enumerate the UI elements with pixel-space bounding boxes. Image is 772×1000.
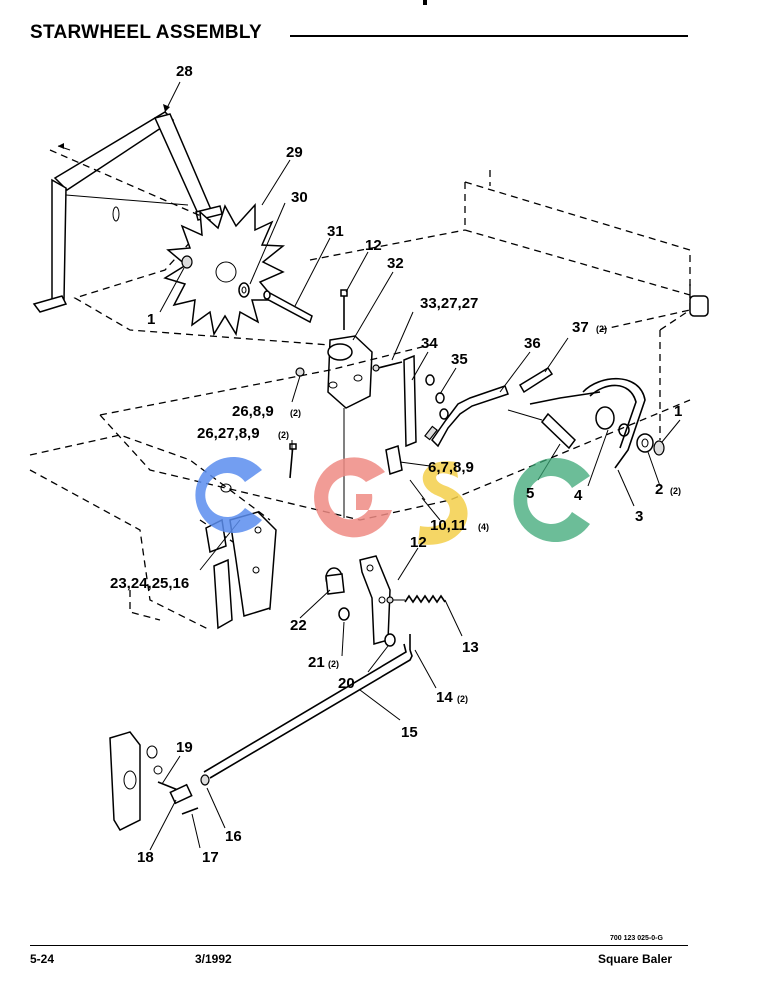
callout-15: 15 — [401, 724, 418, 741]
callout-2: 2 — [655, 481, 663, 498]
callout-36: 36 — [524, 335, 541, 352]
revision-date: 3/1992 — [195, 952, 232, 966]
pin-part-19 — [157, 781, 179, 791]
section-title: STARWHEEL ASSEMBLY — [30, 22, 263, 43]
callout-26-8-9-qty: (2) — [290, 408, 301, 418]
nut-part-1-right — [653, 440, 665, 456]
document-number: 700 123 025-0-G — [610, 935, 663, 942]
callout-30: 30 — [291, 189, 308, 206]
callout-26-8-9: 26,8,9 — [232, 403, 274, 420]
callout-17: 17 — [202, 849, 219, 866]
ghost-baler-frame — [99, 170, 709, 521]
callout-1-right: 1 — [674, 403, 682, 420]
hardware-part-10 — [409, 479, 426, 501]
plate-part-34 — [403, 354, 417, 448]
callout-13: 13 — [462, 639, 479, 656]
callout-35: 35 — [451, 351, 468, 368]
title-rule — [290, 35, 688, 37]
cotter-pin-part-17 — [181, 807, 199, 815]
callout-37: 37 — [572, 319, 589, 336]
shaft-part-31 — [263, 290, 313, 324]
callout-28: 28 — [176, 63, 193, 80]
callout-labels: 28 29 30 31 12 32 1 33,27,27 34 35 36 37… — [110, 63, 682, 866]
callout-10-11-qty: (4) — [478, 522, 489, 532]
callout-20: 20 — [338, 675, 355, 692]
callout-12-top: 12 — [365, 237, 382, 254]
bracket-part-23 — [205, 483, 277, 630]
callout-21-qty: (2) — [328, 659, 339, 669]
callout-12-lower: 12 — [410, 534, 427, 551]
watermark-logo — [195, 456, 590, 545]
washer-part-21 — [338, 607, 396, 647]
spring-bar-part-3 — [582, 377, 646, 469]
callout-29: 29 — [286, 144, 303, 161]
disk-part-4 — [595, 406, 630, 437]
callout-16: 16 — [225, 828, 242, 845]
callout-5: 5 — [526, 485, 534, 502]
nut-part-1-left — [181, 255, 193, 269]
plate-part-6 — [385, 445, 403, 475]
callout-21: 21 — [308, 654, 325, 671]
leader-lines — [149, 81, 681, 851]
rod-part-15 — [203, 643, 413, 779]
bolt-part-33 — [372, 361, 403, 372]
callout-1-left: 1 — [147, 311, 155, 328]
callout-37-qty: (2) — [596, 324, 607, 334]
callout-32: 32 — [387, 255, 404, 272]
callout-26-27-8-9: 26,27,8,9 — [197, 425, 260, 442]
callout-19: 19 — [176, 739, 193, 756]
washer-part-16 — [200, 774, 210, 786]
bolt-part-26-upper — [295, 367, 305, 377]
callout-10-11: 10,11 — [430, 517, 467, 534]
callout-4: 4 — [574, 487, 583, 504]
swivel-part-18 — [169, 783, 193, 805]
mount-bracket-bottom — [109, 731, 163, 831]
bolt-part-12-top — [340, 289, 348, 330]
spacer-part-35 — [425, 374, 449, 420]
callout-26-27-8-9-qty: (2) — [278, 430, 289, 440]
callout-23-24-25-16: 23,24,25,16 — [110, 575, 189, 592]
ghost-panel-left — [49, 149, 331, 346]
bolt-part-26-lower — [289, 443, 297, 479]
shaft-part-5 — [507, 409, 576, 450]
starwheel-part-29 — [163, 203, 286, 337]
bushing-part-22 — [325, 567, 345, 595]
washer-part-2 — [636, 433, 654, 453]
callout-14-qty: (2) — [457, 694, 468, 704]
arm-part-37 — [518, 366, 601, 405]
callout-34: 34 — [421, 335, 438, 352]
page-top-mark — [423, 0, 427, 5]
spring-part-13 — [386, 594, 446, 604]
callout-18: 18 — [137, 849, 154, 866]
callout-31: 31 — [327, 223, 344, 240]
callout-14: 14 — [436, 689, 453, 706]
callout-33-27-27: 33,27,27 — [420, 295, 478, 312]
callout-6-7-8-9: 6,7,8,9 — [428, 459, 474, 476]
product-name: Square Baler — [598, 952, 673, 966]
callout-2-qty: (2) — [670, 486, 681, 496]
callout-3: 3 — [635, 508, 643, 525]
washer-part-30 — [238, 282, 250, 298]
page-number: 5-24 — [30, 952, 55, 966]
bracket-part-32 — [327, 335, 373, 518]
footer-rule — [30, 945, 688, 946]
link-part-20 — [359, 555, 391, 645]
callout-22: 22 — [290, 617, 307, 634]
